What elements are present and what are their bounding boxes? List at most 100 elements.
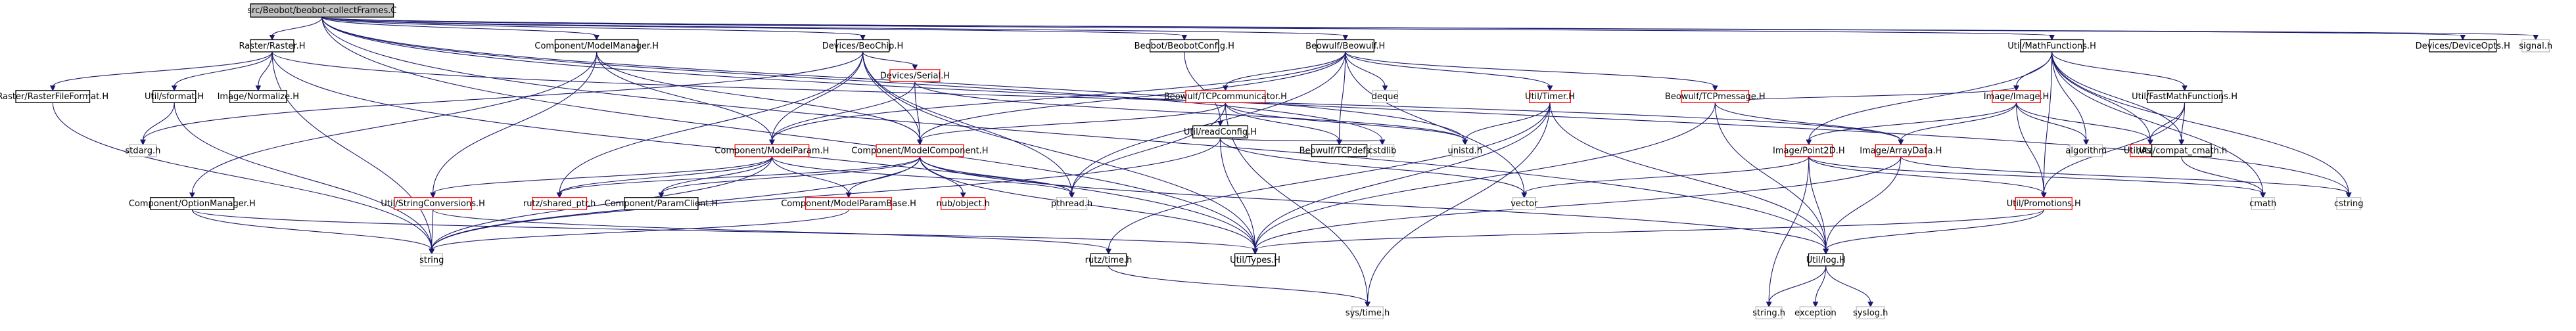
- edge-modelmanager-to-modelparam: [596, 51, 772, 141]
- node-beobotconfig[interactable]: Beobot/BeobotConfig.H: [1135, 39, 1234, 53]
- node-box: [152, 90, 197, 103]
- node-label: rutz/compat_cmath.h: [2136, 146, 2227, 156]
- node-modelparambase[interactable]: Component/ModelParamBase.H: [781, 197, 916, 210]
- edge-modelcomponent-to-logh: [919, 156, 1827, 250]
- edge-arrowhead: [269, 34, 275, 41]
- node-label: Beobot/BeobotConfig.H: [1135, 41, 1234, 51]
- edge-arrowhead: [1223, 85, 1229, 91]
- node-modelmanager[interactable]: Component/ModelManager.H: [534, 39, 659, 53]
- node-tcpcomm[interactable]: Beowulf/TCPcommunicator.H: [1164, 90, 1287, 103]
- node-systime: sys/time.h: [1346, 306, 1390, 320]
- node-normalize[interactable]: Image/Normalize.H: [218, 90, 299, 103]
- edge-arrowhead: [1867, 301, 1874, 308]
- node-readconfig[interactable]: Util/readConfig.H: [1184, 125, 1257, 139]
- edge-image-to-algorithm: [2016, 102, 2087, 141]
- node-timer[interactable]: Util/Timer.H: [1525, 90, 1575, 103]
- edge-arrowhead: [658, 192, 665, 198]
- node-cstdlib: cstdlib: [1369, 144, 1396, 158]
- node-tcpdefs[interactable]: Beowulf/TCPdefs.H: [1300, 144, 1380, 158]
- edge-raster-to-string: [271, 51, 433, 250]
- node-box: [1992, 90, 2041, 103]
- graph-nodes: src/Beobot/beobot-collectFrames.CRaster/…: [0, 3, 2552, 320]
- node-label: Util/Promotions.H: [2007, 199, 2081, 209]
- node-logh[interactable]: Util/log.H: [1806, 253, 1846, 267]
- node-modelcomponent[interactable]: Component/ModelComponent.H: [851, 144, 989, 158]
- edge-arrowhead: [429, 248, 435, 255]
- node-beowulf[interactable]: Beowulf/Beowulf.H: [1305, 39, 1385, 53]
- edge-arrowhead: [1806, 139, 1812, 146]
- node-box: [1192, 125, 1248, 139]
- edge-root-to-cstring: [321, 17, 2349, 194]
- node-label: rutz/time.h: [1085, 255, 1133, 265]
- edge-logh-to-stringh: [1768, 265, 1827, 303]
- node-label: deque: [1372, 92, 1399, 102]
- node-box: [2147, 90, 2223, 103]
- node-promotions[interactable]: Util/Promotions.H: [2007, 197, 2081, 210]
- node-deviceopts[interactable]: Devices/DeviceOpts.H: [2416, 39, 2510, 53]
- node-fastmath[interactable]: Util/FastMathFunctions.H: [2132, 90, 2237, 103]
- edge-root-to-raster: [271, 16, 323, 36]
- edge-point2d-to-promotions: [1808, 156, 2044, 194]
- edge-serial-to-modelcomponent: [914, 81, 921, 141]
- edge-beobotconfig-to-readconfig: [1184, 51, 1221, 122]
- edge-tcpmessage-to-arraydata: [1714, 102, 1902, 141]
- edge-mathfunctions-to-cstring: [2051, 51, 2349, 194]
- edge-arrowhead: [1462, 139, 1468, 146]
- node-cstring: cstring: [2334, 197, 2363, 210]
- edge-root-to-beobotconfig: [321, 16, 1185, 36]
- node-rutztime[interactable]: rutz/time.h: [1085, 253, 1133, 267]
- node-label: Image/Image.H: [1984, 92, 2049, 102]
- edge-arrowhead: [1336, 139, 1342, 146]
- node-sformat[interactable]: Util/sformat.H: [145, 90, 204, 103]
- edge-beowulf-to-timer: [1345, 51, 1551, 87]
- edge-arrowhead: [1382, 85, 1388, 91]
- node-compatcmath[interactable]: rutz/compat_cmath.h: [2136, 144, 2227, 158]
- node-raster[interactable]: Raster/Raster.H: [239, 39, 306, 53]
- node-optionmanager[interactable]: Component/OptionManager.H: [129, 197, 256, 210]
- edge-mathfunctions-to-promotions: [2043, 51, 2053, 194]
- node-box: [1090, 253, 1127, 267]
- edge-root-to-signalh: [321, 16, 2537, 36]
- node-signalh: signal.h: [2519, 39, 2552, 53]
- node-label: Util/readConfig.H: [1184, 127, 1257, 137]
- node-stringconv[interactable]: Util/StringConversions.H: [381, 197, 485, 210]
- edge-optionmanager-to-string: [191, 210, 433, 250]
- node-box: [1785, 144, 1833, 158]
- node-box: [624, 197, 699, 210]
- node-box: [2251, 197, 2275, 210]
- node-box: [1808, 253, 1844, 267]
- node-paramclient[interactable]: Component/ParamClient.H: [605, 197, 718, 210]
- edge-arrowhead: [1379, 139, 1386, 146]
- node-tcpmessage[interactable]: Beowulf/TCPmessage.H: [1665, 90, 1766, 103]
- node-label: string.h: [1752, 308, 1785, 318]
- node-label: Component/ParamClient.H: [605, 199, 718, 209]
- node-beochip[interactable]: Devices/BeoChip.H: [822, 39, 904, 53]
- node-label: string: [419, 255, 444, 265]
- node-mathfunctions[interactable]: Util/MathFunctions.H: [2007, 39, 2096, 53]
- node-sharedptr[interactable]: rutz/shared_ptr.h: [523, 197, 596, 210]
- edge-modelmanager-to-optionmanager: [191, 51, 597, 194]
- node-types[interactable]: Util/Types.H: [1230, 253, 1280, 267]
- node-arraydata[interactable]: Image/ArrayData.H: [1860, 144, 1942, 158]
- edge-mathfunctions-to-cmath: [2051, 51, 2264, 194]
- node-box: [1875, 144, 1927, 158]
- edge-arrowhead: [2182, 85, 2188, 91]
- node-label: Component/ModelComponent.H: [851, 146, 988, 156]
- edge-serial-to-unistd: [914, 81, 1466, 141]
- edge-modelcomponent-to-paramclient: [661, 156, 921, 194]
- node-nubobject[interactable]: nub/object.h: [936, 197, 990, 210]
- node-label: Beowulf/TCPcommunicator.H: [1164, 92, 1287, 102]
- node-box: [394, 197, 473, 210]
- node-serial[interactable]: Devices/Serial.H: [880, 69, 950, 82]
- edge-arrowhead: [912, 64, 918, 70]
- node-label: cmath: [2249, 199, 2276, 209]
- edge-arrowhead: [189, 192, 195, 198]
- node-point2d[interactable]: Image/Point2D.H: [1773, 144, 1845, 158]
- node-rasterfileformat[interactable]: Raster/RasterFileFormat.H: [0, 90, 108, 103]
- node-box: [1316, 39, 1374, 53]
- node-image[interactable]: Image/Image.H: [1984, 90, 2049, 103]
- edge-optionmanager-to-types: [191, 209, 1256, 250]
- edge-beochip-to-pthread: [862, 51, 1073, 194]
- node-box: [1681, 90, 1750, 103]
- node-modelparam[interactable]: Component/ModelParam.H: [714, 144, 829, 158]
